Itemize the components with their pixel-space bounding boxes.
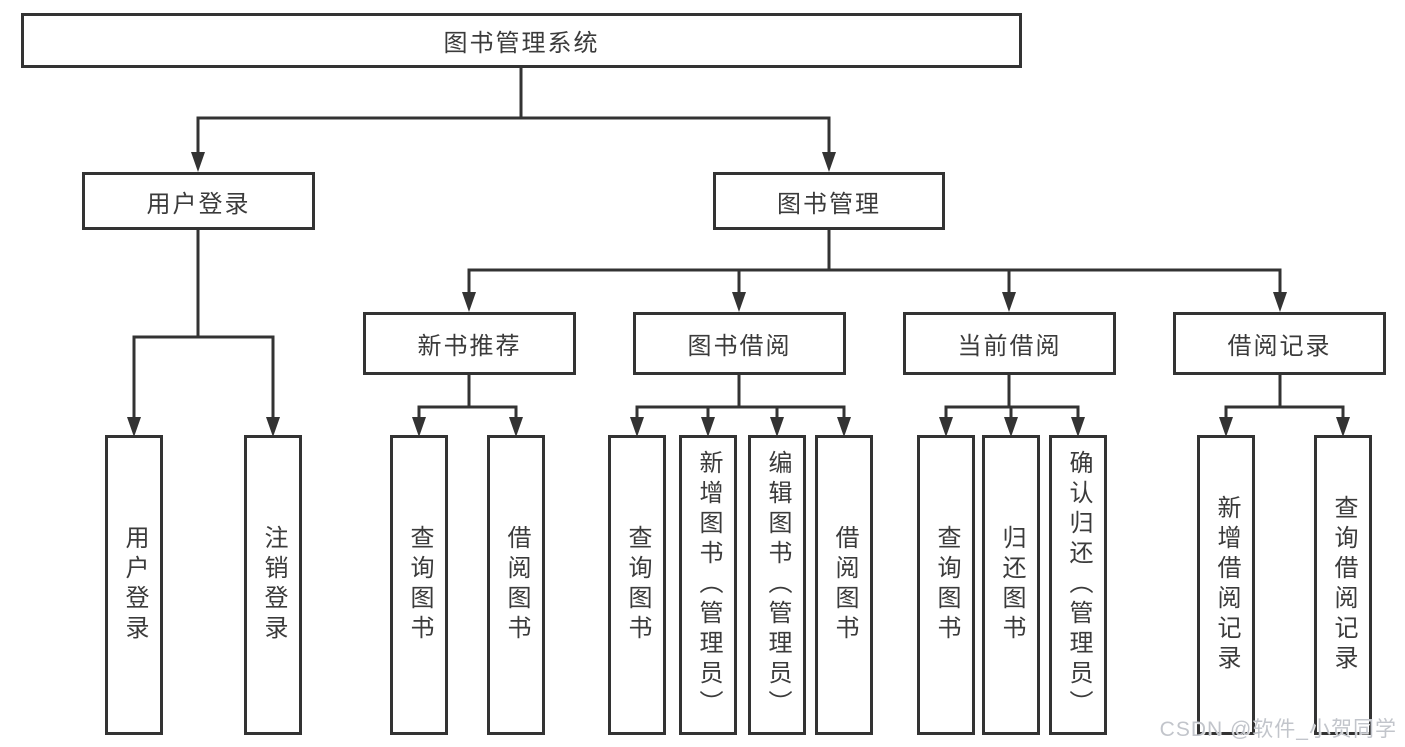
node-label: 新增图书（管理员） [695, 450, 722, 720]
node-label: 新书推荐 [417, 333, 522, 360]
node-label: 编辑图书（管理员） [764, 450, 791, 720]
node-label: 查询图书 [624, 525, 651, 645]
leaf-add-book-admin: 新增图书（管理员） [679, 435, 737, 735]
node-label: 注销登录 [260, 525, 287, 645]
node-borrow-records: 借阅记录 [1173, 312, 1386, 375]
leaf-logout: 注销登录 [244, 435, 302, 735]
node-label: 用户登录 [121, 525, 148, 645]
node-label: 借阅图书 [831, 525, 858, 645]
leaf-query-books-borrow: 查询图书 [608, 435, 666, 735]
node-label: 当前借阅 [957, 333, 1062, 360]
leaf-query-books-recommend: 查询图书 [390, 435, 448, 735]
node-library-management-system: 图书管理系统 [21, 13, 1022, 68]
node-label: 确认归还（管理员） [1065, 450, 1092, 720]
leaf-borrow-books-recommend: 借阅图书 [487, 435, 545, 735]
node-label: 查询图书 [406, 525, 433, 645]
node-label: 查询借阅记录 [1330, 495, 1357, 675]
leaf-user-login: 用户登录 [105, 435, 163, 735]
connector-book-borrow-group [630, 373, 851, 437]
node-label: 借阅记录 [1227, 333, 1332, 360]
csdn-watermark: CSDN @软件_小贺同学 [1159, 718, 1397, 741]
leaf-borrow-books: 借阅图书 [815, 435, 873, 735]
leaf-add-borrow-record: 新增借阅记录 [1197, 435, 1255, 735]
node-book-management: 图书管理 [713, 172, 945, 230]
connector-current-borrow-group [939, 373, 1085, 437]
node-current-borrow: 当前借阅 [903, 312, 1116, 375]
node-new-book-recommend: 新书推荐 [363, 312, 576, 375]
node-label: 新增借阅记录 [1213, 495, 1240, 675]
connector-new-book-recommend-group [412, 373, 523, 437]
node-label: 图书借阅 [687, 333, 792, 360]
leaf-query-books-current: 查询图书 [917, 435, 975, 735]
node-label: 查询图书 [933, 525, 960, 645]
node-label: 图书管理系统 [443, 30, 600, 57]
node-label: 图书管理 [777, 190, 881, 218]
connector-root-to-branches [191, 66, 836, 172]
connector-borrow-records-group [1219, 373, 1350, 437]
node-label: 借阅图书 [503, 525, 530, 645]
leaf-return-book: 归还图书 [982, 435, 1040, 735]
connector-book-management-group [462, 228, 1287, 312]
leaf-confirm-return-admin: 确认归还（管理员） [1049, 435, 1107, 735]
leaf-edit-book-admin: 编辑图书（管理员） [748, 435, 806, 735]
node-label: 用户登录 [146, 190, 251, 218]
node-user-login: 用户登录 [82, 172, 315, 230]
node-label: 归还图书 [998, 525, 1025, 645]
connector-user-login-group [127, 228, 280, 437]
leaf-query-borrow-record: 查询借阅记录 [1314, 435, 1372, 735]
node-book-borrow: 图书借阅 [633, 312, 846, 375]
